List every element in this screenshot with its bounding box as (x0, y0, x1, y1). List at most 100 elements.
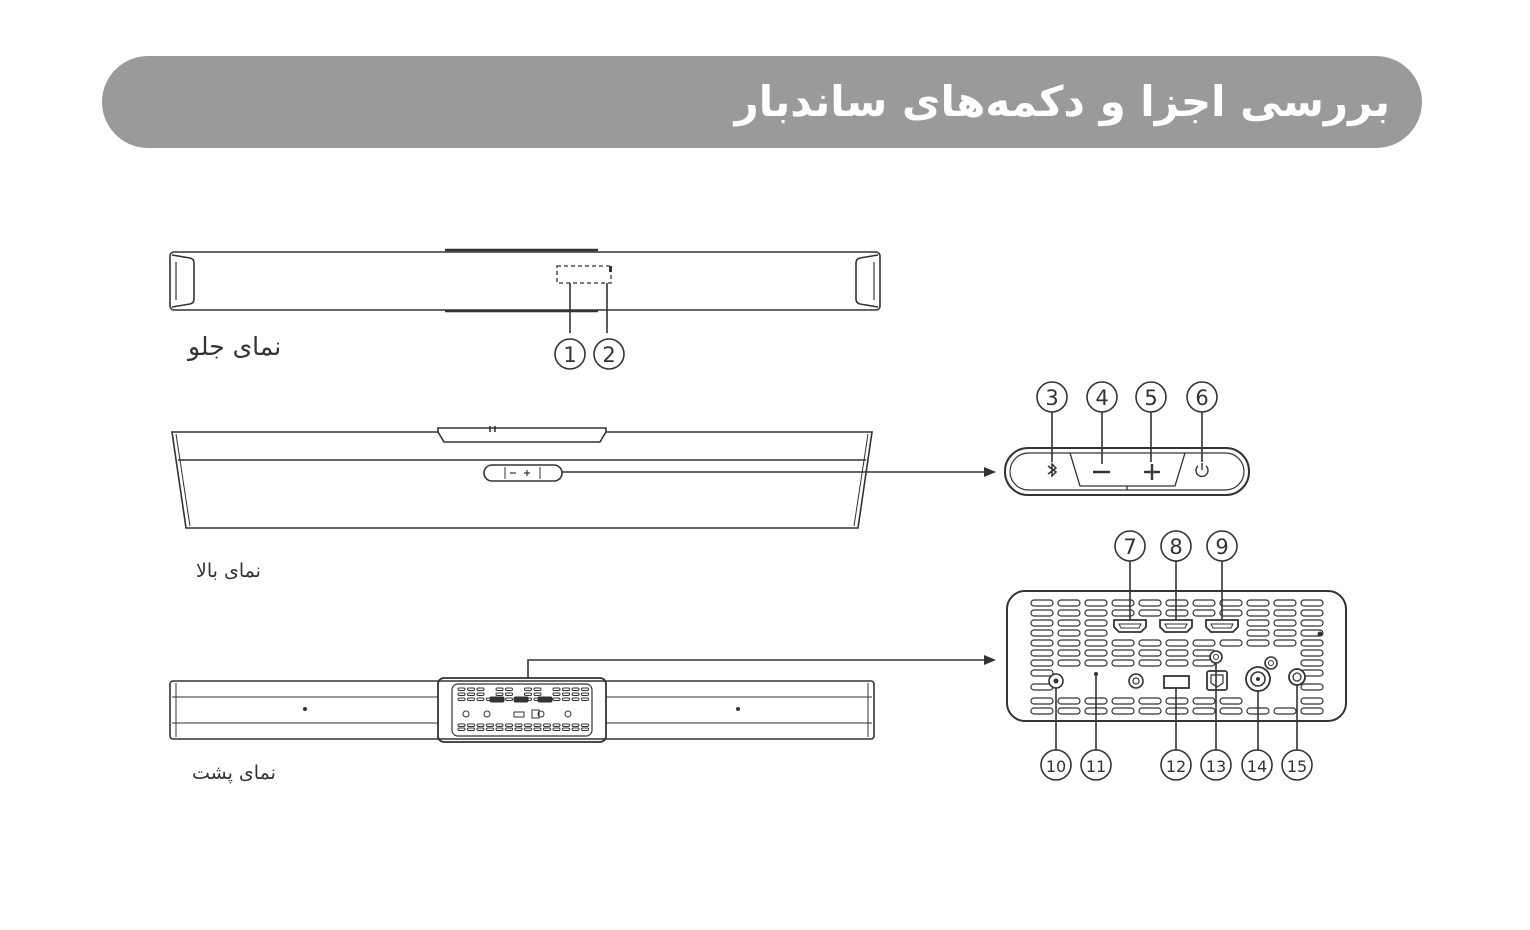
svg-text:10: 10 (1046, 757, 1066, 776)
mini-vent-slot (552, 692, 561, 696)
mini-vent-slot (543, 723, 551, 727)
vent-slot (1084, 619, 1108, 627)
vent-slot (1192, 599, 1216, 607)
vent-slot (1057, 697, 1081, 705)
svg-text:3: 3 (1045, 386, 1058, 410)
callout-1: 1 (554, 338, 586, 370)
vent-slot (1219, 599, 1243, 607)
mini-vent-slot (562, 687, 570, 691)
mini-vent-slot (505, 697, 513, 701)
vent-slot (1300, 629, 1324, 637)
vent-slot (1111, 609, 1135, 617)
callout-8: 8 (1160, 530, 1192, 562)
mini-vent-slot (505, 727, 513, 731)
vent-slot (1084, 659, 1108, 667)
hdmi-port-2 (1159, 619, 1193, 633)
mini-vent-slot (495, 723, 504, 727)
vent-slot (1084, 609, 1108, 617)
vent-slot (1030, 707, 1054, 715)
vent-slot (1138, 609, 1162, 617)
mini-vent-slot (552, 723, 561, 727)
mini-vent-slot (552, 697, 561, 701)
vent-slot (1273, 639, 1297, 647)
vent-slot (1111, 707, 1135, 715)
mini-vent-slot (562, 723, 570, 727)
mini-vent-slot (476, 692, 485, 696)
mini-vent-slot (562, 727, 570, 731)
mini-vent-slot (571, 687, 580, 691)
vent-slot (1219, 707, 1243, 715)
mini-vent-slot (524, 692, 532, 696)
mini-vent-slot (581, 692, 589, 696)
mini-vent-slot (457, 692, 466, 696)
vent-slot (1165, 659, 1189, 667)
vent-slot (1192, 707, 1216, 715)
vent-slot (1165, 609, 1189, 617)
vent-slot (1111, 697, 1135, 705)
vent-slot (1300, 609, 1324, 617)
hdmi-port-1 (1113, 619, 1147, 633)
vent-slot (1246, 619, 1270, 627)
callout-15: 15 (1281, 749, 1313, 781)
vent-slot (1057, 707, 1081, 715)
vent-slot (1030, 609, 1054, 617)
vent-slot (1084, 649, 1108, 657)
mini-vent-slot (495, 692, 504, 696)
svg-text:12: 12 (1166, 757, 1186, 776)
vent-slot (1030, 639, 1054, 647)
mini-vent-slot (457, 697, 466, 701)
vent-slot (1057, 629, 1081, 637)
mini-vent-slot (533, 723, 542, 727)
rear-panel-detail (1006, 561, 1347, 750)
vent-slot (1300, 639, 1324, 647)
mini-hdmi-port (537, 696, 553, 703)
svg-text:13: 13 (1206, 757, 1226, 776)
mini-vent-slot (476, 687, 485, 691)
vent-slot (1057, 609, 1081, 617)
svg-text:7: 7 (1123, 535, 1136, 559)
vent-slot (1111, 639, 1135, 647)
mini-vent-slot (571, 697, 580, 701)
vent-slot (1030, 619, 1054, 627)
vent-slot (1300, 649, 1324, 657)
vent-slot (1246, 629, 1270, 637)
vent-slot (1138, 707, 1162, 715)
vent-slot (1138, 599, 1162, 607)
mini-vent-slot (581, 727, 589, 731)
vent-slot (1057, 659, 1081, 667)
vent-slot (1030, 629, 1054, 637)
vent-slot (1111, 599, 1135, 607)
mini-vent-slot (533, 692, 542, 696)
page-title: بررسی اجزا و دکمه‌های ساندبار (734, 77, 1390, 126)
vent-slot (1138, 659, 1162, 667)
svg-text:2: 2 (602, 343, 615, 367)
mini-usb-port (513, 711, 525, 718)
back-view-label: نمای پشت (192, 762, 276, 784)
vent-slot (1030, 697, 1054, 705)
svg-text:9: 9 (1215, 535, 1228, 559)
mini-vent-slot (581, 687, 589, 691)
vent-slot (1165, 697, 1189, 705)
reset-hole (1094, 672, 1098, 676)
vent-slot (1300, 659, 1324, 667)
mini-vent-slot (514, 723, 523, 727)
svg-text:11: 11 (1086, 757, 1106, 776)
vent-slot (1030, 599, 1054, 607)
vent-slot (1300, 697, 1324, 705)
vent-slot (1246, 599, 1270, 607)
mini-port (483, 710, 491, 718)
vent-slot (1300, 599, 1324, 607)
mini-vent-slot (457, 727, 466, 731)
vent-slot (1273, 629, 1297, 637)
top-view-soundbar (171, 426, 996, 529)
mini-vent-slot (524, 687, 532, 691)
mini-vent-slot (476, 727, 485, 731)
vent-slot (1246, 639, 1270, 647)
vent-slot (1111, 649, 1135, 657)
callout-7: 7 (1114, 530, 1146, 562)
mini-vent-slot (552, 727, 561, 731)
mini-vent-slot (505, 723, 513, 727)
mini-vent-slot (571, 692, 580, 696)
vent-slot (1030, 649, 1054, 657)
